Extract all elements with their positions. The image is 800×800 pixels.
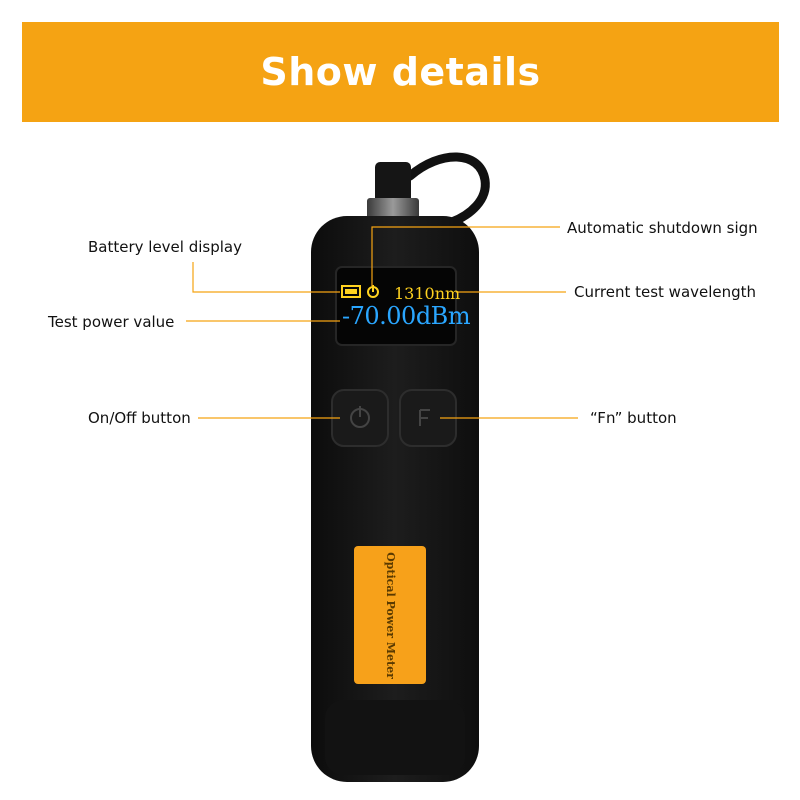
callout-on-off: On/Off button bbox=[88, 409, 191, 427]
callout-battery-level: Battery level display bbox=[88, 238, 242, 256]
callout-test-power: Test power value bbox=[48, 313, 175, 331]
auto-shutdown-icon bbox=[367, 285, 379, 298]
fn-button[interactable] bbox=[399, 389, 457, 447]
device-body bbox=[311, 216, 479, 782]
wavelength-readout: 1310nm bbox=[394, 284, 461, 303]
battery-icon bbox=[341, 285, 361, 298]
on-off-button[interactable] bbox=[331, 389, 389, 447]
power-readout: -70.00dBm bbox=[342, 302, 471, 330]
dust-cap-strap bbox=[405, 152, 490, 227]
callout-lines bbox=[186, 226, 578, 419]
device-label: Optical Power Meter bbox=[350, 550, 430, 680]
device-label-sticker bbox=[354, 546, 426, 684]
device-label-text: Optical Power Meter bbox=[383, 551, 397, 679]
callout-current-wavelength: Current test wavelength bbox=[574, 283, 757, 301]
header-banner: Show details bbox=[22, 22, 779, 122]
connector-cap bbox=[375, 162, 411, 204]
page-title: Show details bbox=[260, 50, 541, 94]
callout-fn-button: “Fn” button bbox=[590, 409, 677, 427]
callout-auto-shutdown: Automatic shutdown sign bbox=[567, 219, 758, 237]
oled-screen bbox=[335, 266, 457, 346]
